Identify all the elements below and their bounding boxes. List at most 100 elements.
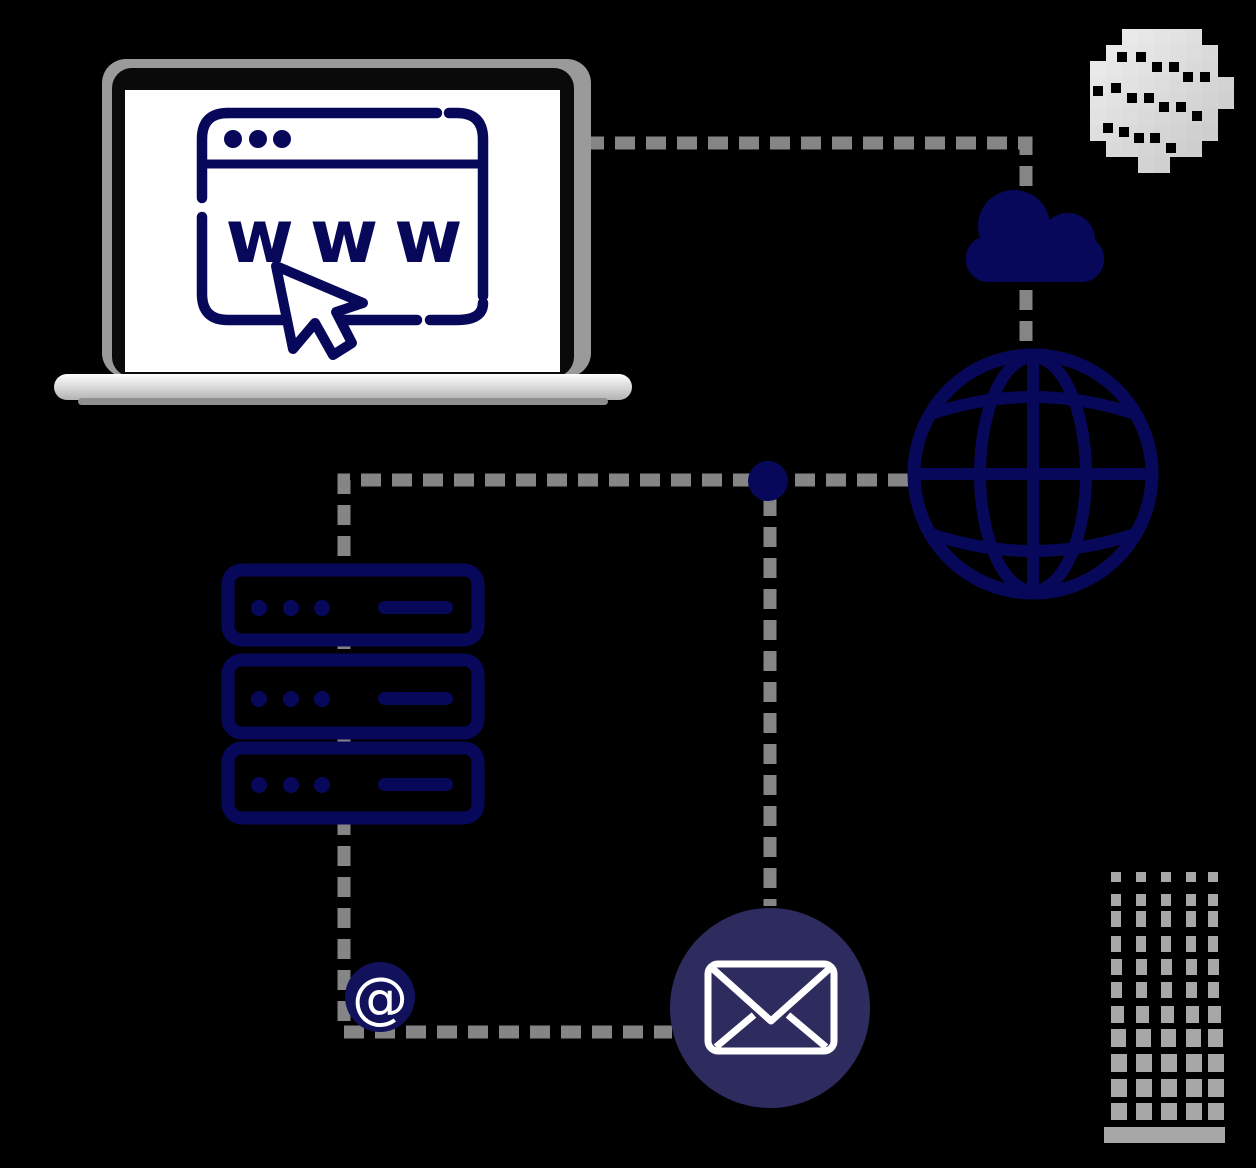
- pattern-square: [1136, 911, 1146, 927]
- sphere-cell: [1202, 45, 1218, 61]
- sphere-cell: [1202, 109, 1218, 125]
- sphere-cell: [1106, 93, 1122, 109]
- pattern-square: [1186, 894, 1196, 906]
- sphere-cell: [1138, 61, 1154, 77]
- sphere-hole: [1111, 83, 1121, 93]
- pattern-square: [1111, 959, 1122, 975]
- pattern-square: [1136, 982, 1147, 998]
- envelope-body: [704, 960, 838, 1055]
- window-dot: [249, 130, 267, 148]
- server-unit: [221, 741, 485, 825]
- sphere-cell: [1186, 141, 1202, 157]
- sphere-hole: [1152, 62, 1162, 72]
- server-slot: [378, 778, 453, 791]
- sphere-cell: [1106, 141, 1122, 157]
- sphere-cell: [1186, 93, 1202, 109]
- pattern-square: [1186, 911, 1196, 927]
- server-led: [283, 691, 299, 707]
- pattern-square: [1111, 936, 1121, 952]
- pattern-square: [1186, 1029, 1201, 1047]
- at-badge-icon: @: [345, 962, 415, 1032]
- pattern-square: [1186, 1006, 1199, 1023]
- pattern-square: [1136, 959, 1147, 975]
- sphere-hole: [1127, 93, 1137, 103]
- sphere-cell: [1202, 125, 1218, 141]
- sphere-hole: [1159, 102, 1169, 112]
- pattern-square: [1111, 982, 1122, 998]
- halftone-sphere: [1090, 29, 1234, 173]
- sphere-hole: [1183, 72, 1193, 82]
- pattern-square: [1161, 1079, 1177, 1097]
- sphere-hole: [1134, 133, 1144, 143]
- pattern-square: [1111, 1079, 1127, 1097]
- sphere-cell: [1090, 109, 1106, 125]
- sphere-cell: [1170, 77, 1186, 93]
- server-unit: [221, 653, 485, 740]
- browser-outline-topleft: [196, 107, 234, 204]
- pattern-square: [1136, 1103, 1152, 1120]
- pattern-square: [1111, 894, 1121, 906]
- sphere-cell: [1154, 29, 1170, 45]
- sphere-cell: [1122, 61, 1138, 77]
- sphere-cell: [1186, 125, 1202, 141]
- pattern-square: [1136, 1054, 1152, 1072]
- sphere-cell: [1170, 109, 1186, 125]
- sphere-cell: [1122, 109, 1138, 125]
- pixel-pattern: [1104, 872, 1225, 1143]
- envelope-lines: [704, 960, 838, 1055]
- window-dot: [273, 130, 291, 148]
- sphere-cell: [1122, 77, 1138, 93]
- pattern-square: [1136, 1006, 1149, 1023]
- pattern-square: [1208, 911, 1218, 927]
- pattern-square: [1161, 1103, 1177, 1120]
- sphere-hole: [1150, 133, 1160, 143]
- pattern-square: [1208, 1054, 1224, 1072]
- sphere-cell: [1122, 29, 1138, 45]
- pattern-square: [1208, 1006, 1221, 1023]
- browser-outline-bottomleft: [196, 211, 423, 326]
- sphere-cell: [1154, 109, 1170, 125]
- sphere-cell: [1090, 93, 1106, 109]
- sphere-cell: [1106, 109, 1122, 125]
- sphere-cell: [1138, 29, 1154, 45]
- pattern-square: [1208, 1103, 1224, 1120]
- pattern-square: [1161, 1054, 1177, 1072]
- sphere-cell: [1170, 29, 1186, 45]
- envelope-circle: [670, 908, 870, 1108]
- globe-icon: [907, 348, 1159, 600]
- sphere-hole: [1103, 123, 1113, 133]
- pattern-square: [1161, 872, 1171, 882]
- pattern-square: [1186, 1103, 1202, 1120]
- sphere-hole: [1136, 52, 1146, 62]
- www-label: www: [225, 194, 478, 280]
- pattern-square: [1161, 959, 1172, 975]
- envelope-fold-right: [785, 1012, 829, 1050]
- sphere-cell: [1202, 93, 1218, 109]
- server-led: [283, 777, 299, 793]
- at-badge-circle: [345, 962, 415, 1032]
- sphere-cell: [1106, 61, 1122, 77]
- sphere-cell: [1090, 125, 1106, 141]
- server-slot: [378, 692, 453, 705]
- sphere-hole: [1169, 62, 1179, 72]
- sphere-cell: [1154, 77, 1170, 93]
- pattern-square: [1186, 936, 1196, 952]
- server-led: [251, 691, 267, 707]
- pattern-square: [1161, 936, 1171, 952]
- sphere-hole: [1176, 102, 1186, 112]
- pattern-bar: [1104, 1127, 1225, 1143]
- sphere-cell: [1218, 77, 1234, 93]
- pattern-square: [1208, 982, 1219, 998]
- pattern-square: [1208, 1029, 1223, 1047]
- cloud-bump-small: [1041, 213, 1095, 267]
- pattern-square: [1111, 1029, 1126, 1047]
- sphere-hole: [1192, 111, 1202, 121]
- pattern-square: [1186, 1079, 1202, 1097]
- sphere-cell: [1090, 61, 1106, 77]
- globe-latitude-lower: [929, 528, 1137, 557]
- pattern-square: [1111, 1006, 1124, 1023]
- pattern-square: [1161, 911, 1171, 927]
- sphere-cell: [1186, 45, 1202, 61]
- pattern-square: [1186, 1054, 1202, 1072]
- sphere-cell: [1154, 157, 1170, 173]
